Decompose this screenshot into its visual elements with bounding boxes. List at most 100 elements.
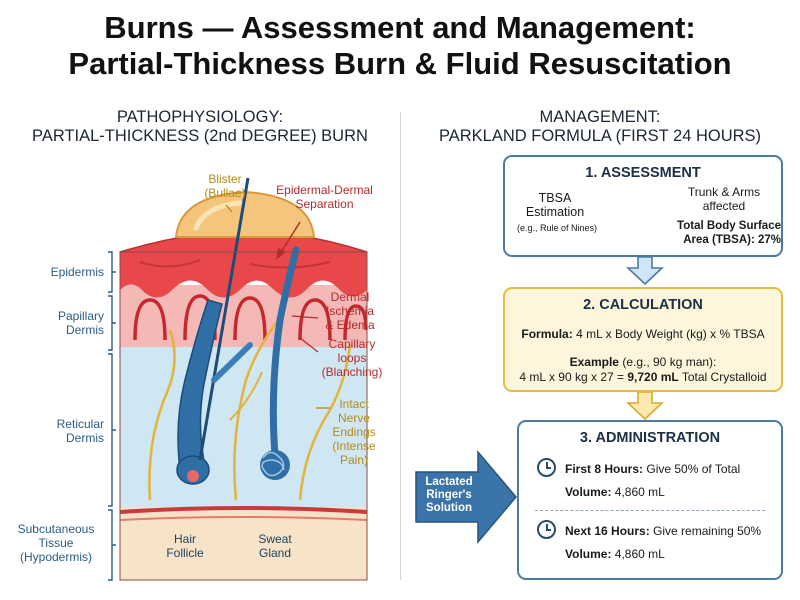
capillary-label-line-1: Capillary <box>328 337 376 351</box>
title-line-2: Partial-Thickness Burn & Fluid Resuscita… <box>68 46 732 81</box>
capillary-loop-5 <box>343 304 368 341</box>
nerve-label-line-1: Intact <box>339 397 369 411</box>
subcutaneous-label: Subcutaneous Tissue (Hypodermis) <box>6 522 106 564</box>
capillary-label-line-2: loops <box>337 351 367 365</box>
first-volume-value: 4,860 mL <box>614 485 665 499</box>
layer-brackets <box>108 251 116 581</box>
sweat-duct <box>269 246 300 459</box>
arrector-pili-muscle <box>211 342 253 383</box>
solution-line-2: Ringer's <box>426 489 472 501</box>
affected-line-2: affected <box>702 199 746 213</box>
tbsa-result: Total Body Surface Area (TBSA): 27% <box>655 219 781 247</box>
administration-box: 3. ADMINISTRATION First 8 Hours: Give 50… <box>517 420 783 580</box>
separation-label: Epidermal-Dermal Separation <box>262 183 387 211</box>
blister-leader <box>225 204 233 213</box>
nerve-label-line-5: Pain) <box>339 453 368 467</box>
papillary-label-line-2: Dermis <box>66 323 104 337</box>
ischemia-label-line-2: Ischemia <box>325 304 375 318</box>
sweat-gland-coil <box>260 450 290 480</box>
capillary-leader <box>299 337 319 353</box>
papillary-dermis-label: Papillary Dermis <box>8 309 104 337</box>
management-heading-line-2: PARKLAND FORMULA (FIRST 24 HOURS) <box>438 127 762 145</box>
lactated-ringers-arrow <box>415 449 517 545</box>
formula-text: 4 mL x Body Weight (kg) x % TBSA <box>576 327 765 341</box>
nerve-ending-1 <box>148 329 176 501</box>
formula-line: Formula: 4 mL x Body Weight (kg) x % TBS… <box>505 327 781 341</box>
dermal-vessel-red <box>119 506 368 514</box>
tbsa-result-line-2: Area (TBSA): 27% <box>683 234 781 246</box>
clock-icon <box>537 458 556 477</box>
solution-line-3: Solution <box>426 502 472 514</box>
capillary-loop-4 <box>298 298 332 341</box>
nerve-ending-2 <box>233 319 280 501</box>
affected-line-1: Trunk & Arms <box>687 185 761 199</box>
next-hours-line: Next 16 Hours: Give remaining 50% <box>565 524 761 538</box>
page-title: Burns — Assessment and Management: Parti… <box>0 10 800 82</box>
nerve-label-line-4: (Intense <box>332 439 376 453</box>
ischemia-label-line-1: Dermal <box>330 290 370 304</box>
hair-follicle-label: Hair Follicle <box>150 532 220 560</box>
section-divider <box>400 112 401 580</box>
subcutaneous-label-line-2: Tissue <box>38 536 74 550</box>
management-heading: MANAGEMENT: PARKLAND FORMULA (FIRST 24 H… <box>410 108 790 146</box>
reticular-label-line-1: Reticular <box>56 417 104 431</box>
clock-icon <box>537 520 556 539</box>
rule-of-nines-note: (e.g., Rule of Nines) <box>516 223 598 233</box>
separation-arrow <box>276 248 286 260</box>
sweat-label-line-2: Gland <box>258 546 292 560</box>
tbsa-line-2: Estimation <box>525 205 585 219</box>
capillary-label: Capillary loops (Blanching) <box>314 337 390 379</box>
nerve-ending-3 <box>298 344 352 501</box>
lactated-ringers-label: Lactated Ringer's Solution <box>418 476 480 515</box>
example-note: (e.g., 90 kg man): <box>622 355 717 369</box>
dermal-papilla <box>187 470 199 482</box>
reticular-dermis-layer <box>120 345 367 507</box>
separation-label-line-2: Separation <box>295 197 354 211</box>
administration-divider <box>535 510 765 511</box>
formula-label: Formula: <box>521 327 573 341</box>
administration-title: 3. ADMINISTRATION <box>579 430 721 446</box>
example-result: 9,720 mL <box>627 370 679 384</box>
tbsa-result-line-1: Total Body Surface <box>677 220 781 232</box>
subcutaneous-label-line-3: (Hypodermis) <box>19 550 92 564</box>
solution-line-1: Lactated <box>425 476 473 488</box>
tbsa-line-1: TBSA <box>538 191 572 205</box>
blister-label-line-1: Blister <box>208 172 242 186</box>
reticular-label-line-2: Dermis <box>66 431 104 445</box>
example-label: Example <box>569 355 619 369</box>
pathophysiology-heading: PATHOPHYSIOLOGY: PARTIAL-THICKNESS (2nd … <box>10 108 390 146</box>
example-tail: Total Crystalloid <box>681 370 767 384</box>
sweat-label-line-1: Sweat <box>258 532 292 546</box>
first-hours-line: First 8 Hours: Give 50% of Total <box>565 462 740 476</box>
separation-leader <box>279 221 301 255</box>
ischemia-label-line-3: & Edema <box>325 318 375 332</box>
management-heading-line-1: MANAGEMENT: <box>539 108 661 126</box>
blister-highlight <box>193 200 243 231</box>
first-hours-label: First 8 Hours: <box>565 462 644 476</box>
ischemia-leader <box>291 315 319 319</box>
first-hours-text: Give 50% of Total <box>646 462 741 476</box>
next-volume-line: Volume: 4,860 mL <box>565 547 665 561</box>
arrow-calculation-to-administration <box>625 391 665 421</box>
hair-label-line-1: Hair <box>173 532 196 546</box>
next-volume-value: 4,860 mL <box>614 547 665 561</box>
affected-label: Trunk & Arms affected <box>679 185 769 213</box>
hair-label-line-2: Follicle <box>166 546 204 560</box>
calculation-box: 2. CALCULATION Formula: 4 mL x Body Weig… <box>503 287 783 392</box>
calculation-title: 2. CALCULATION <box>583 297 703 313</box>
example-line-1: Example (e.g., 90 kg man): <box>505 355 781 369</box>
capillary-loop-1 <box>133 298 167 341</box>
epidermis-layer <box>120 252 367 298</box>
sweat-gland-label: Sweat Gland <box>240 532 310 560</box>
epidermis-label-line-1: Epidermis <box>50 265 104 279</box>
first-volume-label: Volume: <box>565 485 612 499</box>
dermal-vessel-pink <box>119 516 368 521</box>
next-hours-text: Give remaining 50% <box>653 524 762 538</box>
assessment-box: 1. ASSESSMENT TBSA Estimation (e.g., Rul… <box>503 155 783 257</box>
subcutaneous-label-line-1: Subcutaneous <box>17 522 95 536</box>
assessment-title: 1. ASSESSMENT <box>585 165 701 181</box>
tbsa-estimation-label: TBSA Estimation <box>511 191 599 219</box>
title-line-1: Burns — Assessment and Management: <box>104 10 696 45</box>
nerve-endings-label: Intact Nerve Endings (Intense Pain) <box>326 397 382 467</box>
example-calc: 4 mL x 90 kg x 27 = <box>519 370 625 384</box>
